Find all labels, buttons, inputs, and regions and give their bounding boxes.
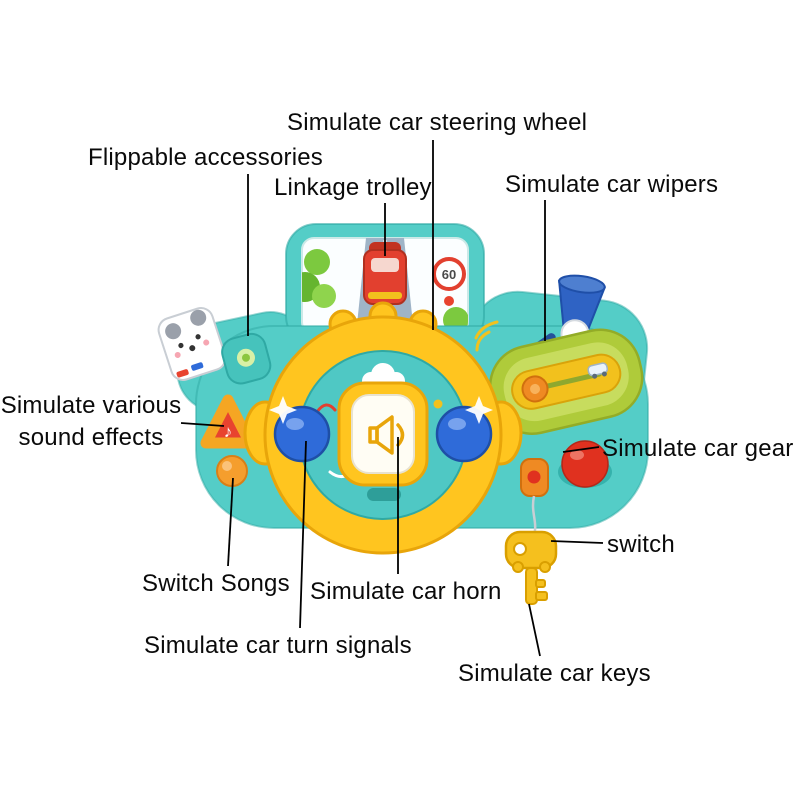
switch-songs-button — [216, 455, 248, 487]
mini-car-icon — [587, 362, 609, 379]
label-horn: Simulate car horn — [310, 578, 502, 605]
turn-signal-button-right — [435, 405, 493, 463]
label-flippable-accessories: Flippable accessories — [88, 144, 323, 171]
sparkle-right-icon — [465, 396, 493, 424]
label-switch-songs: Switch Songs — [142, 570, 290, 597]
music-note-icon: ♪ — [224, 422, 233, 441]
label-keys: Simulate car keys — [458, 660, 651, 687]
speed-limit-text: 60 — [442, 267, 456, 282]
steering-wheel — [243, 301, 523, 555]
speed-marks — [474, 320, 499, 352]
horn-button — [351, 394, 415, 474]
flip-flap — [221, 332, 272, 385]
label-steering-wheel: Simulate car steering wheel — [287, 109, 588, 136]
label-turn-signals: Simulate car turn signals — [144, 632, 412, 659]
callout-switch — [550, 540, 604, 544]
callout-switch-songs — [227, 477, 234, 567]
horn-icon — [368, 415, 405, 455]
label-linkage-trolley: Linkage trolley — [274, 174, 432, 201]
gear-ball — [558, 440, 612, 488]
car-key — [504, 530, 558, 605]
label-gear: Simulate car gear — [602, 435, 794, 462]
label-wipers: Simulate car wipers — [505, 171, 719, 198]
hub-slot — [367, 488, 401, 501]
turn-signal-button-left — [273, 405, 331, 463]
callout-lines — [180, 140, 604, 657]
label-switch: switch — [607, 531, 675, 558]
speed-limit-sign: 60 — [432, 257, 466, 291]
sparkle-left-icon — [269, 396, 297, 424]
switch-toggle — [520, 458, 549, 497]
sound-effects-button: ♪ — [200, 394, 256, 449]
callout-gear — [562, 446, 600, 453]
label-sound-effects: Simulate various sound effects — [0, 392, 182, 451]
callout-keys — [528, 603, 541, 657]
flip-card-mouse — [157, 307, 227, 381]
callout-sound-effects — [180, 422, 225, 427]
callout-turn-signals — [299, 440, 307, 629]
trees — [302, 249, 468, 333]
